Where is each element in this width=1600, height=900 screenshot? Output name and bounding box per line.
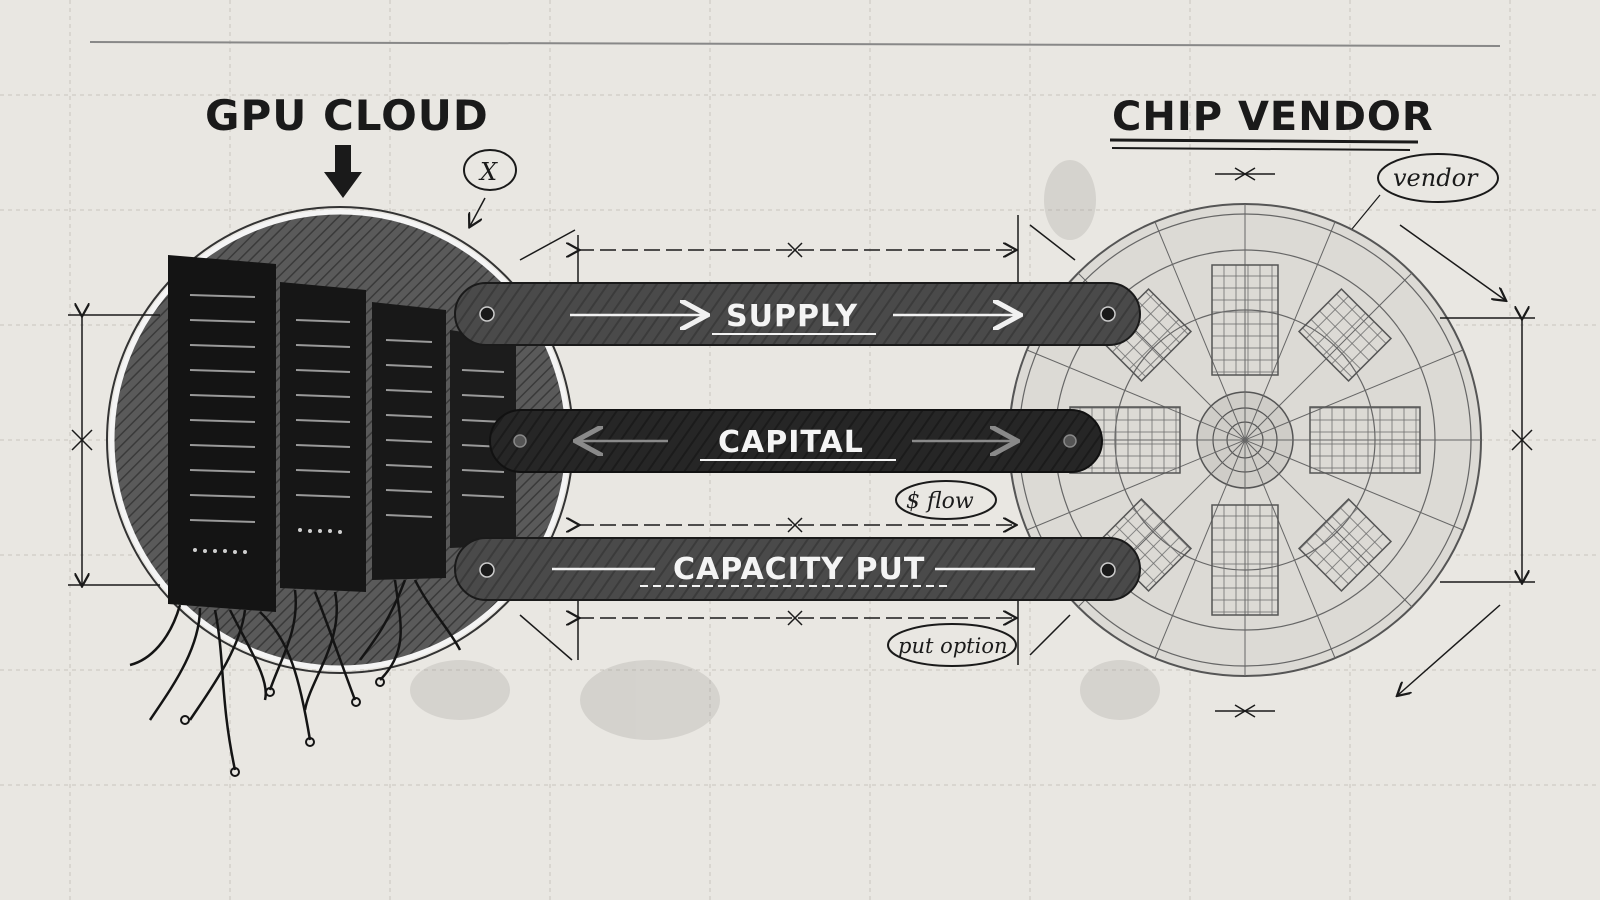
vendor-tag-label: vendor	[1393, 164, 1479, 192]
supply-bar	[454, 282, 1141, 346]
server-rack-3	[372, 302, 446, 580]
smudge-marks	[410, 160, 1160, 740]
left-dimension-line	[68, 315, 160, 585]
capacity-put-label: CAPACITY PUT	[673, 552, 925, 587]
capital-right-pin-icon	[1063, 434, 1077, 448]
supply-right-pin-icon	[1100, 306, 1116, 322]
server-rack-2	[280, 282, 366, 592]
x-marker-label: X	[478, 158, 498, 186]
capacity-put-bar	[454, 537, 1141, 601]
gpu-cloud-component: GPU CLOUD X	[68, 91, 574, 777]
cable-ends	[180, 677, 385, 777]
capacity-put-link: CAPACITY PUT	[454, 537, 1141, 601]
server-rack-1	[168, 255, 276, 612]
server-rack-4	[450, 330, 516, 548]
capital-link: CAPITAL	[489, 409, 1103, 473]
gpu-cloud-title: GPU CLOUD	[205, 91, 489, 140]
supply-link: SUPPLY	[454, 282, 1141, 346]
capacity-put-right-pin-icon	[1100, 562, 1116, 578]
vendor-tag-bubble	[1377, 153, 1499, 203]
put-note: put option	[887, 623, 1017, 667]
supply-left-pin-icon	[479, 306, 495, 322]
x-marker-icon	[463, 149, 517, 191]
capacity-put-left-pin-icon	[479, 562, 495, 578]
supply-label: SUPPLY	[726, 299, 858, 334]
right-dimension-line	[1215, 167, 1535, 718]
put-note-label: put option	[898, 634, 1008, 658]
down-arrow-icon	[324, 145, 362, 198]
dimension-lines-center	[519, 215, 1076, 665]
chip-vendor-title: CHIP VENDOR	[1112, 94, 1434, 140]
capital-note-label: $ flow	[906, 489, 974, 514]
capital-left-pin-icon	[513, 434, 527, 448]
capital-label: CAPITAL	[718, 425, 864, 460]
top-border-line	[89, 41, 1501, 47]
capital-bar	[489, 409, 1103, 473]
cable-bundle	[129, 579, 462, 771]
capital-note: $ flow	[895, 480, 997, 520]
